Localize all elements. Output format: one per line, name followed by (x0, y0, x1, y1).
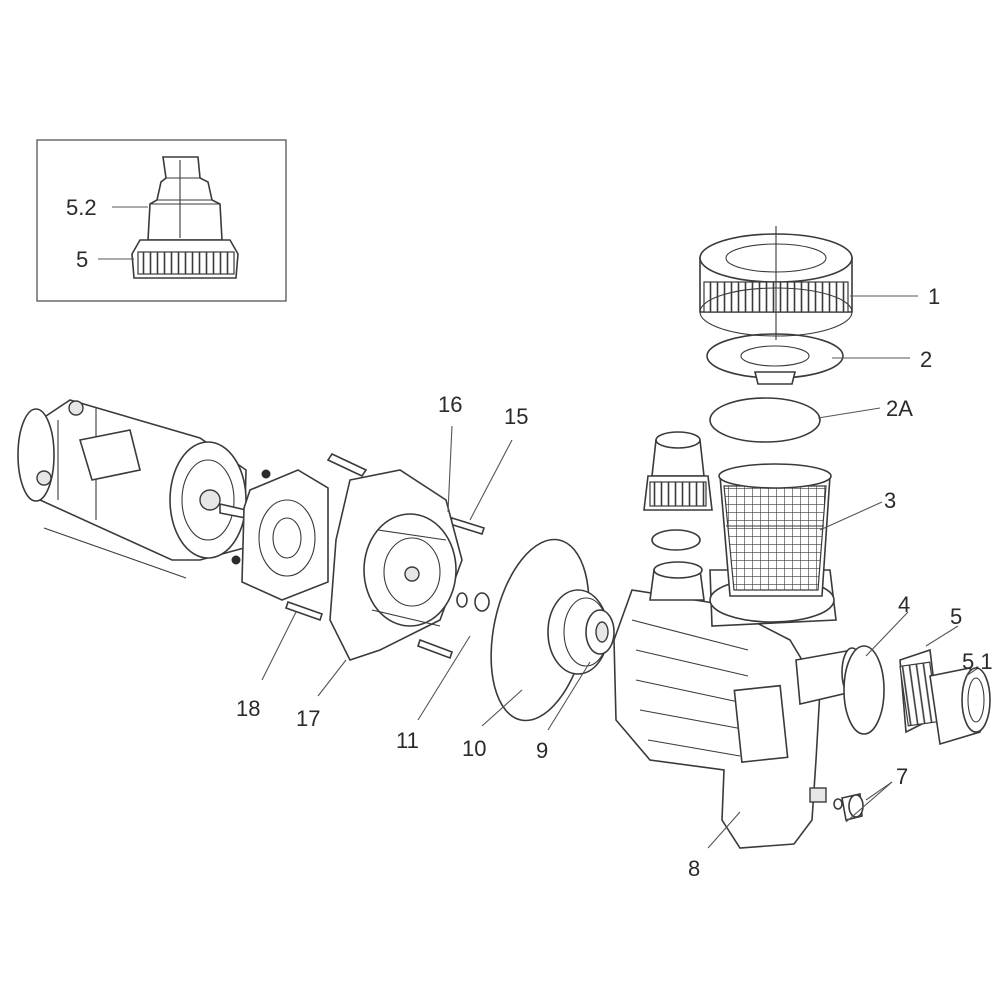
label-2a: 2A (886, 396, 913, 421)
motor (17, 399, 247, 579)
label-11: 11 (396, 728, 419, 753)
drain-plugs (833, 793, 864, 821)
leader-lines (261, 295, 979, 849)
label-17: 17 (296, 706, 320, 731)
label-4: 4 (898, 592, 910, 617)
inlet-fittings (643, 431, 713, 601)
label-15: 15 (504, 404, 528, 429)
label-16: 16 (438, 392, 462, 417)
label-1: 1 (928, 284, 940, 309)
label-18: 18 (236, 696, 260, 721)
inset-detail: 5.2 5 (36, 139, 287, 302)
part-number-labels: 1 2 2A 3 4 5 5.1 7 8 9 10 11 15 16 17 18 (236, 284, 993, 881)
strainer-basket (718, 463, 832, 597)
label-10: 10 (462, 736, 486, 761)
label-7: 7 (896, 764, 908, 789)
pump-body (613, 569, 863, 849)
label-8: 8 (688, 856, 700, 881)
lid-lock-ring (699, 226, 853, 340)
label-2: 2 (920, 347, 932, 372)
label-inset-5: 5 (76, 247, 88, 272)
label-9: 9 (536, 738, 548, 763)
bolts (284, 452, 486, 660)
label-3: 3 (884, 488, 896, 513)
label-5: 5 (950, 604, 962, 629)
gasket (709, 397, 821, 443)
label-5-2: 5.2 (66, 195, 97, 220)
pump-housing (329, 469, 463, 661)
inset-hose-adapter (131, 156, 239, 279)
outlet-union (843, 645, 991, 746)
seal-plate (231, 469, 329, 601)
label-5-1: 5.1 (962, 649, 993, 674)
o-ring (843, 645, 885, 735)
impeller (547, 589, 615, 675)
clear-lid (706, 333, 844, 385)
